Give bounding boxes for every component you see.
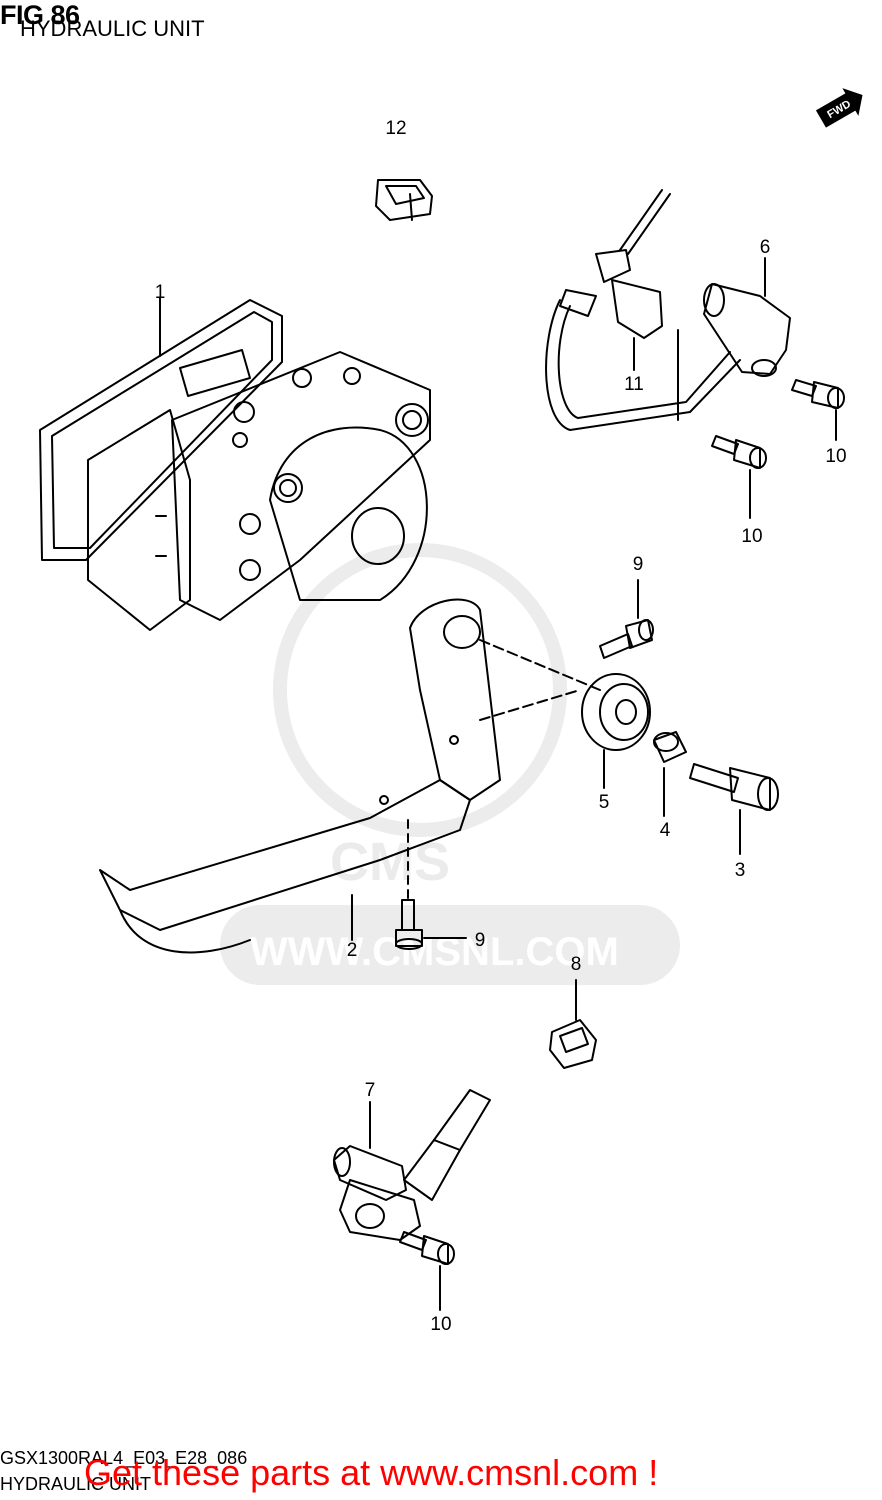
watermark xyxy=(220,543,680,985)
part-10-bolt-b xyxy=(711,435,767,519)
part-7-sensor xyxy=(333,1089,491,1241)
callout-10c: 10 xyxy=(430,1314,451,1335)
part-9-bolt-lower xyxy=(395,819,467,950)
footer-name: HYDRAULIC UNIT xyxy=(0,1474,152,1494)
part-5-grommet xyxy=(581,673,651,789)
part-12-clamp xyxy=(375,179,433,221)
part-2-bracket xyxy=(99,598,601,954)
part-6-sensor xyxy=(703,257,791,377)
figure-title: FIG 86 xyxy=(0,0,80,30)
callout-10a: 10 xyxy=(825,446,846,467)
part-4-collar xyxy=(653,731,687,817)
callout-1: 1 xyxy=(155,282,166,303)
part-9-bolt-upper xyxy=(599,579,654,659)
fwd-arrow-icon: FWD xyxy=(815,88,863,128)
callout-2: 2 xyxy=(347,940,358,961)
part-11-connector-harness xyxy=(545,189,741,431)
callout-6: 6 xyxy=(760,237,771,258)
callout-7: 7 xyxy=(365,1080,376,1101)
part-3-bolt xyxy=(689,763,779,855)
figure-subtitle: HYDRAULIC UNIT xyxy=(20,16,205,41)
watermark-band xyxy=(220,905,680,985)
watermark-url-text: WWW.CMSNL.COM xyxy=(250,930,619,974)
footer-model-code: GSX1300RAL4_E03_E28_086 xyxy=(0,1448,248,1468)
part-10-bolt-a xyxy=(791,379,845,441)
callout-4: 4 xyxy=(660,820,671,841)
callout-8: 8 xyxy=(571,954,582,975)
callout-10b: 10 xyxy=(741,526,762,547)
callout-9b: 9 xyxy=(475,930,486,951)
callout-12: 12 xyxy=(385,118,406,139)
callout-11: 11 xyxy=(624,374,644,395)
callout-3: 3 xyxy=(735,860,746,881)
promo-link[interactable]: Get these parts at www.cmsnl.com ! xyxy=(84,1452,659,1493)
part-8-clamp xyxy=(549,979,597,1069)
part-1-hydraulic-unit xyxy=(39,297,431,631)
callout-9a: 9 xyxy=(633,554,644,575)
callout-5: 5 xyxy=(599,792,610,813)
part-10-bolt-c xyxy=(399,1231,455,1311)
